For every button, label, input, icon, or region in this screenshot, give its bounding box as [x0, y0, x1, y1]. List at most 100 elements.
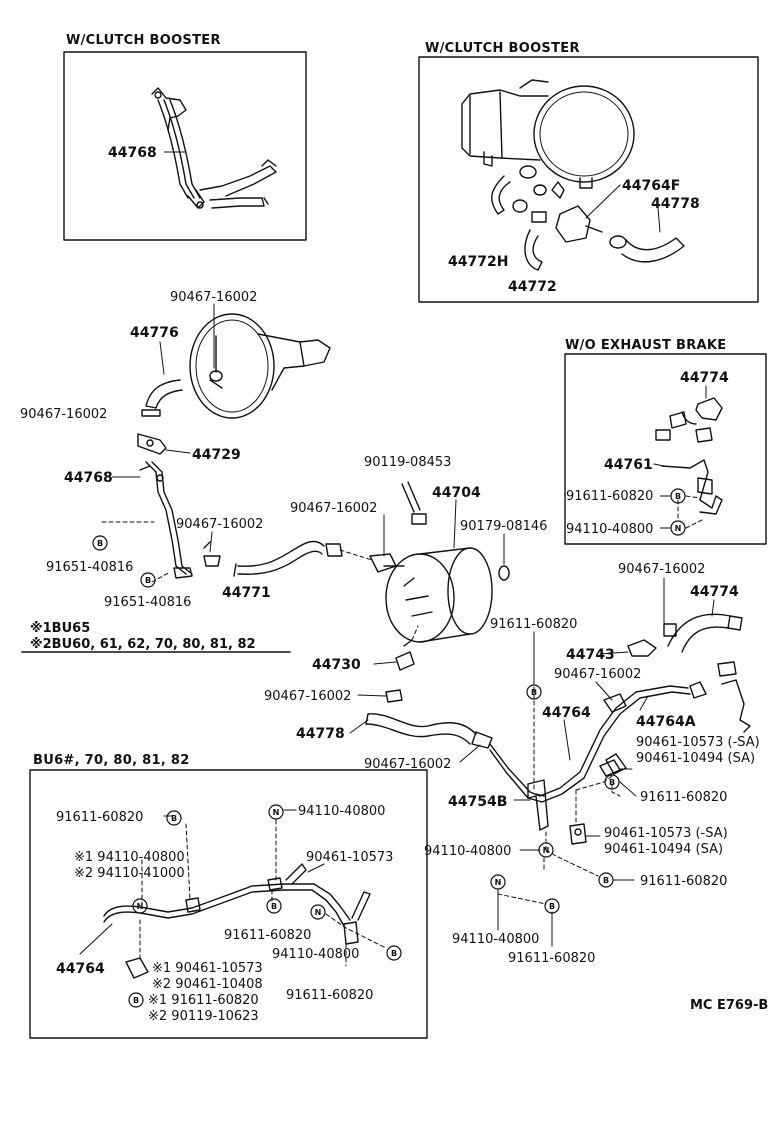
leader-44764A: [639, 695, 649, 711]
hose-44771-art: [233, 540, 343, 577]
clamp-90467-g-art: [385, 689, 403, 703]
leader-bu-44764: [79, 923, 113, 955]
leader-44730b: [411, 625, 419, 641]
marker-b-91611b: B: [531, 688, 537, 697]
marker-b-91611e: B: [549, 902, 555, 911]
leader-90467-c: [209, 531, 213, 553]
marker-n-bu-a: N: [273, 808, 280, 817]
marker-b-91611c: B: [609, 778, 615, 787]
bracket-44754b-art: [527, 779, 549, 831]
part-labels: 44768 44764F 44778 44772H 44772 90467-16…: [20, 145, 768, 1024]
part-label-90467-h: 90467-16002: [364, 757, 451, 772]
bu-label-90461-b: ※1 90461-10573: [152, 961, 263, 976]
marker-letters: B N B B B B N B N B B N N B N B B: [97, 492, 681, 1005]
bu-label-94110-d: 94110-40800: [272, 947, 359, 962]
brake-booster-art: [141, 313, 331, 419]
part-label-90467-c: 90467-16002: [176, 517, 263, 532]
leader-44774: [711, 599, 715, 617]
part-label-94110-b: 94110-40800: [424, 844, 511, 859]
bu-label-94110-c: ※2 94110-41000: [74, 866, 185, 881]
panel-title-top-left: W/CLUTCH BOOSTER: [66, 33, 221, 48]
part-label-91611-e: 91611-60820: [508, 951, 595, 966]
leader-44704: [453, 499, 457, 549]
bu-label-91611-d: 91611-60820: [286, 988, 373, 1003]
part-label-44774-wo: 44774: [680, 370, 729, 386]
part-label-44704: 44704: [432, 485, 481, 501]
marker-n-94110b: N: [543, 846, 550, 855]
leader-bu-90461-a: [307, 863, 325, 873]
panel-frame-exhaust-brake: [564, 353, 767, 545]
bu-label-90119: ※2 90119-10623: [148, 1009, 259, 1024]
valve-44730-art: [395, 639, 415, 671]
bolt-90119-art: [401, 481, 427, 525]
panel-frame-top-right: [418, 56, 759, 303]
exhaust-brake-art: [655, 397, 723, 515]
bu-guides: [139, 819, 387, 967]
marker-n-bu-c: N: [315, 908, 322, 917]
figure-code: MC E769-B: [690, 998, 768, 1013]
part-label-44768: 44768: [64, 470, 113, 486]
part-label-90179: 90179-08146: [460, 519, 547, 534]
leader-44730: [373, 661, 397, 665]
leader-44778: [349, 719, 369, 734]
dashed-guides-main: [497, 679, 621, 905]
leader-90467-g: [357, 694, 387, 697]
vacuum-tank-art: [369, 547, 510, 643]
panel-title-bu: BU6#, 70, 80, 81, 82: [33, 753, 190, 768]
clamp-90467-c-art: [203, 541, 221, 567]
bracket-44743-art: [627, 639, 657, 657]
part-label-44764f: 44764F: [622, 178, 680, 194]
hose-44778-art: [365, 713, 493, 749]
part-label-44730: 44730: [312, 657, 361, 673]
part-label-91611-b: 91611-60820: [490, 617, 577, 632]
part-label-91611-a: 91611-60820: [566, 489, 653, 504]
leader-44764: [563, 719, 571, 761]
bu-label-91611-b: 91611-60820: [224, 928, 311, 943]
bu-label-90461-c: ※2 90461-10408: [152, 977, 263, 992]
bu-label-91611-c: ※1 91611-60820: [148, 993, 259, 1008]
leader-44778-tr: [657, 207, 661, 233]
leader-90467-h: [459, 744, 481, 763]
part-label-44771: 44771: [222, 585, 271, 601]
panel-title-exhaust-brake: W/O EXHAUST BRAKE: [565, 338, 726, 353]
part-label-90119: 90119-08453: [364, 455, 451, 470]
leader-44761: [653, 463, 665, 467]
panel-frame-top-left: [63, 51, 307, 241]
marker-b-bu-a: B: [171, 814, 177, 823]
marker-b-bu-c: B: [391, 949, 397, 958]
leader-91611-c: [619, 781, 637, 797]
part-label-44772: 44772: [508, 279, 557, 295]
part-label-90467-e: 90467-16002: [618, 562, 705, 577]
bu-label-91611-a: 91611-60820: [56, 810, 143, 825]
part-label-90461-c: 90461-10573 (-SA): [604, 826, 728, 841]
part-label-44776: 44776: [130, 325, 179, 341]
marker-b-bu-b: B: [271, 902, 277, 911]
part-label-44764A: 44764A: [636, 714, 696, 730]
part-label-90467-a: 90467-16002: [170, 290, 257, 305]
dashed-guide-wo: [677, 495, 703, 529]
pipe-bracket-art-tl: [151, 87, 277, 209]
clamp-90461-art: [569, 759, 621, 845]
part-label-90461-d: 90461-10494 (SA): [604, 842, 723, 857]
marker-b-bu-d: B: [133, 996, 139, 1005]
part-label-90467-d: 90467-16002: [290, 501, 377, 516]
bracket-44729-art: [137, 433, 167, 455]
panel-frame-bu: [29, 769, 428, 1039]
marker-b-91651a: B: [97, 539, 103, 548]
part-label-90467-f: 90467-16002: [554, 667, 641, 682]
clutch-booster-art-tr: [461, 79, 685, 271]
leader-90467-f: [595, 681, 613, 701]
part-label-44729: 44729: [192, 447, 241, 463]
marker-n-wo: N: [675, 524, 682, 533]
part-label-91651-a: 91651-40816: [46, 560, 133, 575]
part-label-44743: 44743: [566, 647, 615, 663]
marker-n-94110c: N: [495, 878, 502, 887]
leader-44764f: [585, 184, 621, 219]
bu-label-94110-b: ※1 94110-40800: [74, 850, 185, 865]
marker-b-wo: B: [675, 492, 681, 501]
part-label-44764: 44764: [542, 705, 591, 721]
marker-n-bu-b: N: [137, 902, 144, 911]
part-label-91611-c: 91611-60820: [640, 790, 727, 805]
